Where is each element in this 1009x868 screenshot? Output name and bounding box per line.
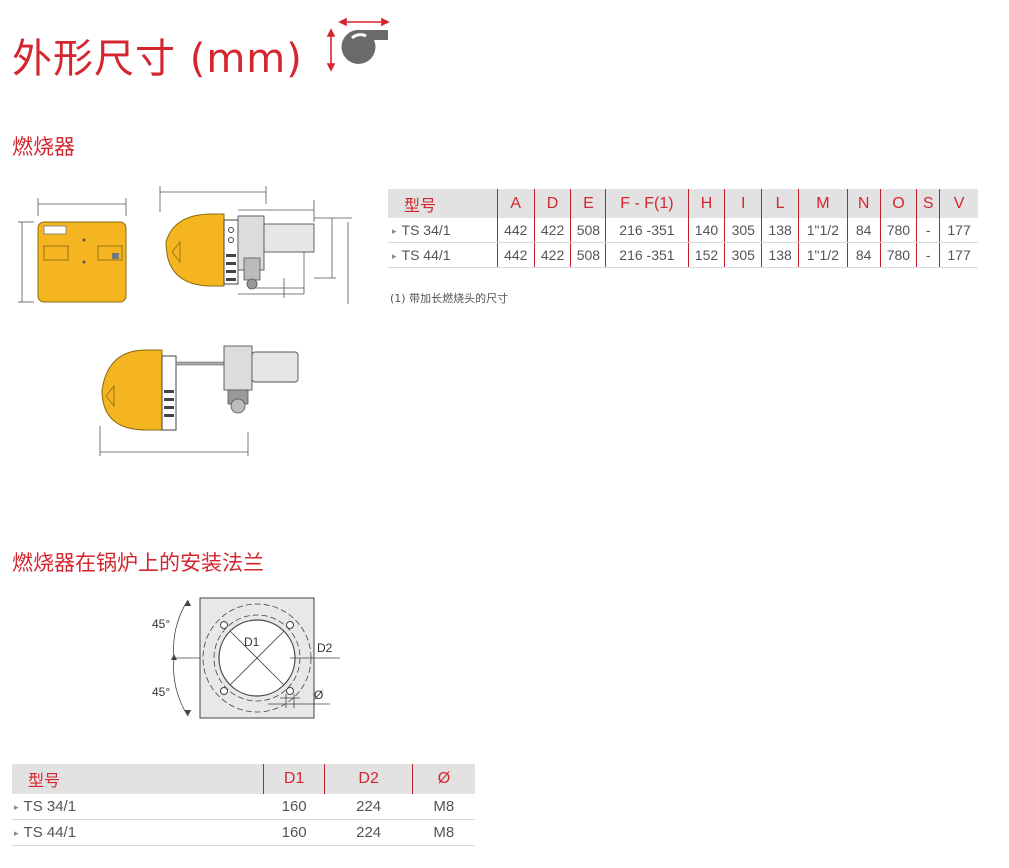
cell-h: 140 [687,218,725,243]
dimension-icon [326,17,390,72]
cell-d: 422 [533,242,571,268]
header-model: 型号 [12,764,264,794]
hole-diameter-label: Ø [314,688,323,702]
header-l: L [761,189,799,218]
header-d2: D2 [324,764,413,794]
header-h: H [687,189,725,218]
cell-model: ▸ TS 34/1 [12,794,264,820]
footnote: (1) 带加长燃烧头的尺寸 [390,292,509,305]
cell-d: 422 [533,218,571,243]
table-row: ▸ TS 44/1 160 224 M8 [12,819,475,846]
model-name: TS 34/1 [401,222,451,238]
cell-d2: 224 [324,819,413,846]
angle-top-label: 45° [152,617,170,631]
bullet-icon: ▸ [14,801,19,812]
section-burner-heading: 燃烧器 [12,135,75,159]
flange-table-header: 型号 D1 D2 Ø [12,764,475,794]
cell-m: 1"1/2 [798,218,848,243]
cell-model: ▸ TS 44/1 [12,819,264,846]
header-d1: D1 [263,764,325,794]
dimensions-table-header: 型号 A D E F - F(1) H I L M N O S V [388,189,978,218]
cell-s: - [916,242,940,268]
header-d: D [533,189,571,218]
cell-a: 442 [496,242,535,268]
cell-d1: 160 [263,794,325,820]
cell-d1: 160 [263,819,325,846]
cell-n: 84 [846,218,881,243]
bullet-icon: ▸ [392,225,397,236]
cell-i: 305 [724,218,762,243]
header-s: S [916,189,940,218]
cell-o: 780 [879,242,917,268]
header-hole: Ø [412,764,475,794]
bullet-icon: ▸ [14,827,19,838]
cell-d2: 224 [324,794,413,820]
cell-model: ▸ TS 34/1 [388,218,498,243]
header-a: A [496,189,535,218]
cell-h: 152 [687,242,725,268]
cell-model: ▸ TS 44/1 [388,242,498,268]
cell-m: 1"1/2 [798,242,848,268]
header-m: M [798,189,848,218]
header-o: O [879,189,917,218]
model-name: TS 34/1 [23,798,77,815]
bullet-icon: ▸ [392,250,397,261]
table-row: ▸ TS 34/1 160 224 M8 [12,794,475,820]
model-name: TS 44/1 [23,824,77,841]
d2-label: D2 [317,641,333,655]
angle-bottom-label: 45° [152,685,170,699]
cell-l: 138 [761,218,799,243]
cell-l: 138 [761,242,799,268]
model-name: TS 44/1 [401,247,451,263]
cell-e: 508 [570,218,606,243]
burner-top-view [99,345,299,456]
table-row: ▸ TS 34/1 442 422 508 216 -351 140 305 13… [388,218,978,243]
header-f: F - F(1) [605,189,689,218]
header-v: V [939,189,978,218]
cell-hole: M8 [412,794,475,820]
d1-label: D1 [244,635,260,649]
header-i: I [724,189,762,218]
cell-v: 177 [939,242,978,268]
page-title: 外形尺寸 (mm) [12,36,303,82]
header-e: E [570,189,606,218]
header-model: 型号 [388,189,498,218]
flange-drawing: 45° 45° D1 D2 Ø [152,597,340,719]
cell-e: 508 [570,242,606,268]
cell-s: - [916,218,940,243]
cell-f: 216 -351 [605,218,689,243]
cell-o: 780 [879,218,917,243]
table-row: ▸ TS 44/1 442 422 508 216 -351 152 305 13… [388,242,978,268]
header-n: N [846,189,881,218]
flange-table: 型号 D1 D2 Ø ▸ TS 34/1 160 224 M8 ▸ TS 44/1 … [12,764,475,846]
burner-side-view [159,186,352,304]
section-flange-heading: 燃烧器在锅炉上的安装法兰 [12,551,264,575]
cell-n: 84 [846,242,881,268]
cell-a: 442 [496,218,535,243]
cell-v: 177 [939,218,978,243]
cell-i: 305 [724,242,762,268]
cell-f: 216 -351 [605,242,689,268]
dimensions-table: 型号 A D E F - F(1) H I L M N O S V ▸ TS 34… [388,189,978,268]
burner-front-view [18,198,127,303]
cell-hole: M8 [412,819,475,846]
